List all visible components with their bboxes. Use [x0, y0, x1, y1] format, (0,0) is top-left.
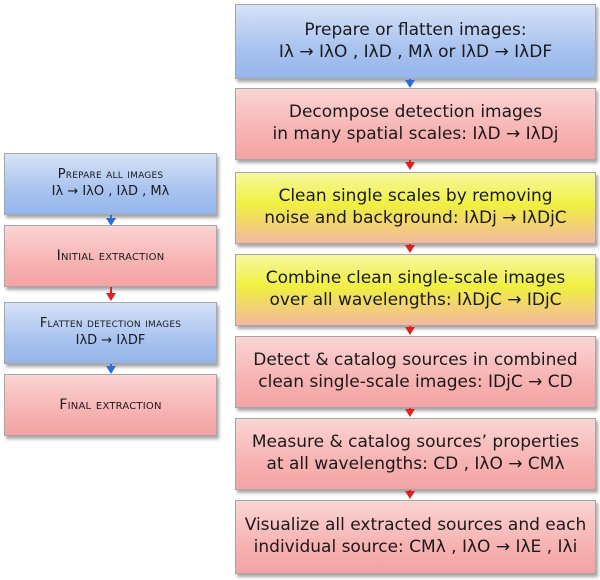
visualize-sources-line2: individual source: CMλ , IλO → IλE , Iλi [253, 537, 578, 557]
visualize-sources-box: Visualize all extracted sources and each… [235, 500, 596, 574]
prepare-or-flatten-box: Prepare or flatten images: Iλ → IλO , Iλ… [235, 4, 596, 79]
connector [110, 215, 112, 219]
flatten-detection-images-formula: IλD → IλDF [75, 333, 146, 348]
decompose-line1: Decompose detection images [288, 102, 543, 123]
final-extraction-label: Final extraction [59, 396, 162, 413]
decompose-line2: in many spatial scales: IλD → IλDj [272, 124, 559, 144]
arrow-down [405, 245, 415, 253]
prepare-all-images-box: Prepare all images Iλ → IλO , IλD , Mλ [4, 153, 217, 215]
combine-clean-line2: over all wavelengths: IλDjC → IDjC [269, 290, 562, 310]
clean-single-scales-line1: Clean single scales by removing [278, 186, 553, 207]
arrow-down [106, 293, 116, 301]
prepare-all-images-label: Prepare all images [57, 167, 164, 183]
arrow-down [405, 327, 415, 335]
initial-extraction-label: Initial extraction [56, 247, 165, 264]
detect-catalog-line1: Detect & catalog sources in combined [253, 350, 578, 371]
measure-catalog-box: Measure & catalog sources’ properties at… [235, 418, 596, 490]
prepare-all-images-formula: Iλ → IλO , IλD , Mλ [51, 184, 170, 199]
decompose-box: Decompose detection images in many spati… [235, 88, 596, 160]
connector [110, 287, 112, 293]
flatten-detection-images-box: Flatten detection images IλD → IλDF [4, 302, 217, 364]
final-extraction-box: Final extraction [4, 374, 217, 436]
arrow-down [106, 218, 116, 226]
arrow-down [106, 366, 116, 374]
arrow-down [405, 491, 415, 499]
arrow-down [405, 80, 415, 88]
measure-catalog-line1: Measure & catalog sources’ properties [251, 432, 580, 453]
flatten-detection-images-label: Flatten detection images [39, 316, 182, 332]
combine-clean-line1: Combine clean single-scale images [265, 268, 566, 289]
arrow-down [405, 162, 415, 170]
prepare-or-flatten-line2: Iλ → IλO , IλD , Mλ or IλD → IλDF [278, 41, 553, 62]
prepare-or-flatten-line1: Prepare or flatten images: [304, 19, 527, 40]
initial-extraction-box: Initial extraction [4, 225, 217, 287]
clean-single-scales-line2: noise and background: IλDj → IλDjC [264, 208, 567, 228]
measure-catalog-line2: at all wavelengths: CD , IλO → CMλ [266, 454, 565, 474]
clean-single-scales-box: Clean single scales by removing noise an… [235, 172, 596, 244]
visualize-sources-line1: Visualize all extracted sources and each [244, 515, 587, 536]
detect-catalog-box: Detect & catalog sources in combined cle… [235, 336, 596, 408]
detect-catalog-line2: clean single-scale images: IDjC → CD [258, 372, 573, 392]
combine-clean-box: Combine clean single-scale images over a… [235, 254, 596, 326]
arrow-down [405, 409, 415, 417]
connector [409, 160, 411, 163]
